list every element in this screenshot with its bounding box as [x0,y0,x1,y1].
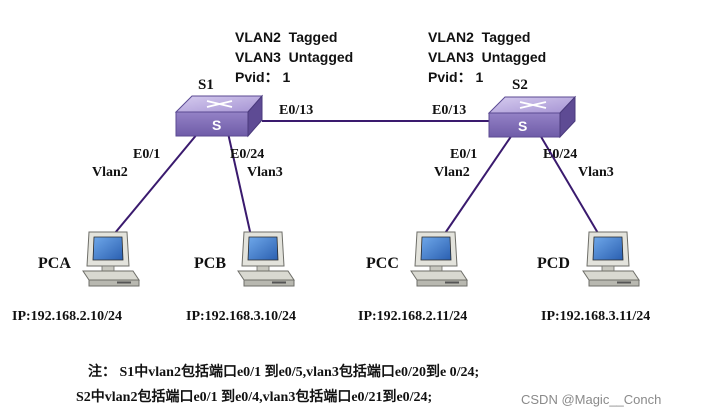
pcc-port-label: E0/1 [450,147,477,162]
s2-vlan3-untagged: VLAN3 Untagged [428,49,546,65]
note-line-1: 注： S1中vlan2包括端口e0/1 到e0/5,vlan3包括端口e0/20… [88,363,479,380]
pcd-vlan-label: Vlan3 [578,165,614,180]
link-s2-pcc [436,134,513,246]
pc-icon-pcd [582,231,640,287]
s2-vlan-config: VLAN2 Tagged VLAN3 Untagged Pvid： 1 [428,29,546,85]
switch-arrows-icon [206,100,233,108]
pca-vlan-label: Vlan2 [92,165,128,180]
pcd-name: PCD [537,255,570,272]
trunk-port-s2: E0/13 [432,103,466,118]
switch-s1-side [247,94,263,138]
pcc-ip: IP:192.168.2.11/24 [358,309,467,324]
switch-s1: S [174,94,264,138]
pca-name: PCA [38,255,71,272]
s1-vlan3-untagged: VLAN3 Untagged [235,49,353,65]
note-line-2: S2中vlan2包括端口e0/1 到e0/4,vlan3包括端口e0/21到e0… [76,388,432,405]
s1-vlan2-tagged: VLAN2 Tagged [235,29,337,45]
pcd-port-label: E0/24 [543,147,577,162]
switch-s1-name: S1 [198,77,214,93]
pcc-vlan-label: Vlan2 [434,165,470,180]
switch-s2-face-letter: S [518,118,527,134]
link-s2-pcd [539,134,606,246]
s1-vlan-config: VLAN2 Tagged VLAN3 Untagged Pvid： 1 [235,29,353,85]
pca-ip: IP:192.168.2.10/24 [12,309,122,324]
pcc-name: PCC [366,255,399,272]
trunk-port-s1: E0/13 [279,103,313,118]
switch-s2-side [559,95,576,139]
pcb-ip: IP:192.168.3.10/24 [186,309,296,324]
s1-pvid: Pvid： 1 [235,69,290,85]
pcb-vlan-label: Vlan3 [247,165,283,180]
s2-pvid: Pvid： 1 [428,69,483,85]
link-s1-pcb [227,132,254,246]
switch-s1-face-letter: S [212,117,221,133]
pca-port-label: E0/1 [133,147,160,162]
switch-s2: S [487,95,577,139]
pc-icon-pcc [410,231,468,287]
pc-icon-pcb [237,231,295,287]
switch-arrows-icon [519,101,547,109]
links [104,120,606,246]
pcd-ip: IP:192.168.3.11/24 [541,309,650,324]
watermark: CSDN @Magic__Conch [521,392,661,407]
pc-icon-pca [82,231,140,287]
pcb-name: PCB [194,255,226,272]
switch-s2-name: S2 [512,77,528,93]
s2-vlan2-tagged: VLAN2 Tagged [428,29,530,45]
link-s1-pca [104,132,199,246]
pcb-port-label: E0/24 [230,147,264,162]
